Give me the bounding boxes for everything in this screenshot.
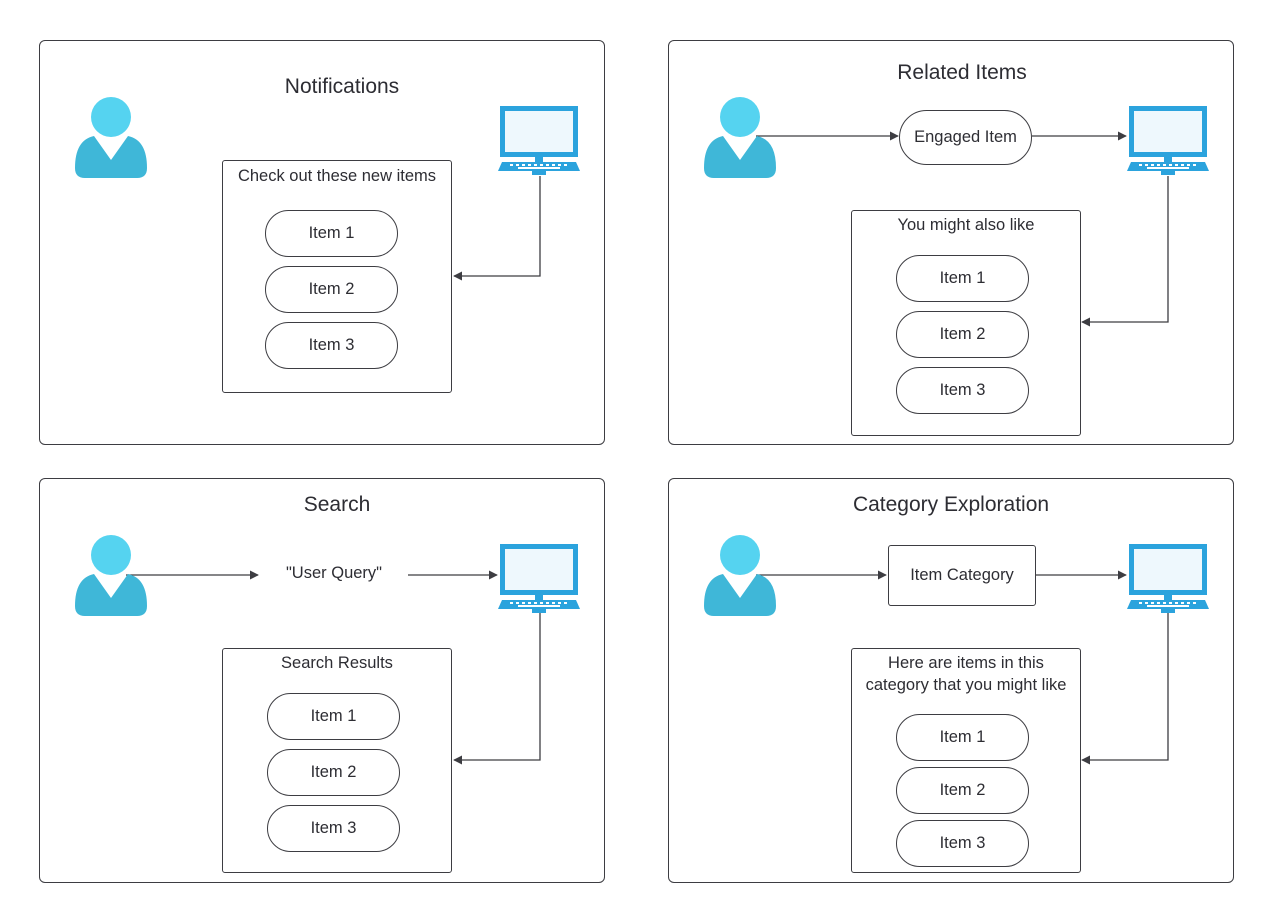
notifications-box-title: Check out these new items [237,167,437,185]
search-result-item-2[interactable]: Item 2 [267,749,400,796]
user-icon [704,535,776,616]
computer-icon [1127,106,1209,175]
notification-item-1[interactable]: Item 1 [265,210,398,257]
related-item-1[interactable]: Item 1 [896,255,1029,302]
item-category-label: Item Category [910,566,1014,584]
notifications-title: Notifications [284,75,400,98]
related-items-title: Related Items [897,61,1027,84]
category-item-3[interactable]: Item 3 [896,820,1029,867]
category-item-2[interactable]: Item 2 [896,767,1029,814]
category-items-box-title-line1: Here are items in this [888,654,1044,672]
user-icon [704,97,776,178]
computer-icon [498,106,580,175]
related-item-3[interactable]: Item 3 [896,367,1029,414]
search-result-item-1[interactable]: Item 1 [267,693,400,740]
category-exploration-title: Category Exploration [852,493,1050,516]
arrow-computer-to-category-box [1081,612,1169,765]
computer-icon [498,544,580,613]
notification-item-2[interactable]: Item 2 [265,266,398,313]
arrow-computer-to-related-box [1081,176,1169,327]
search-results-box-title: Search Results [281,654,393,672]
engaged-item[interactable]: Engaged Item [899,110,1032,165]
user-query-label: "User Query" [270,564,398,583]
computer-icon [1127,544,1209,613]
user-icon [75,97,147,178]
arrow-computer-to-notification-box [453,176,541,281]
item-category-box[interactable]: Item Category [888,545,1036,606]
category-items-box-title-line2: category that you might like [865,676,1067,694]
arrow-computer-to-results-box [453,612,541,765]
notification-item-3[interactable]: Item 3 [265,322,398,369]
category-item-1[interactable]: Item 1 [896,714,1029,761]
search-title: Search [303,493,371,516]
related-item-2[interactable]: Item 2 [896,311,1029,358]
search-result-item-3[interactable]: Item 3 [267,805,400,852]
related-items-box-title: You might also like [897,216,1035,234]
user-icon [75,535,147,616]
